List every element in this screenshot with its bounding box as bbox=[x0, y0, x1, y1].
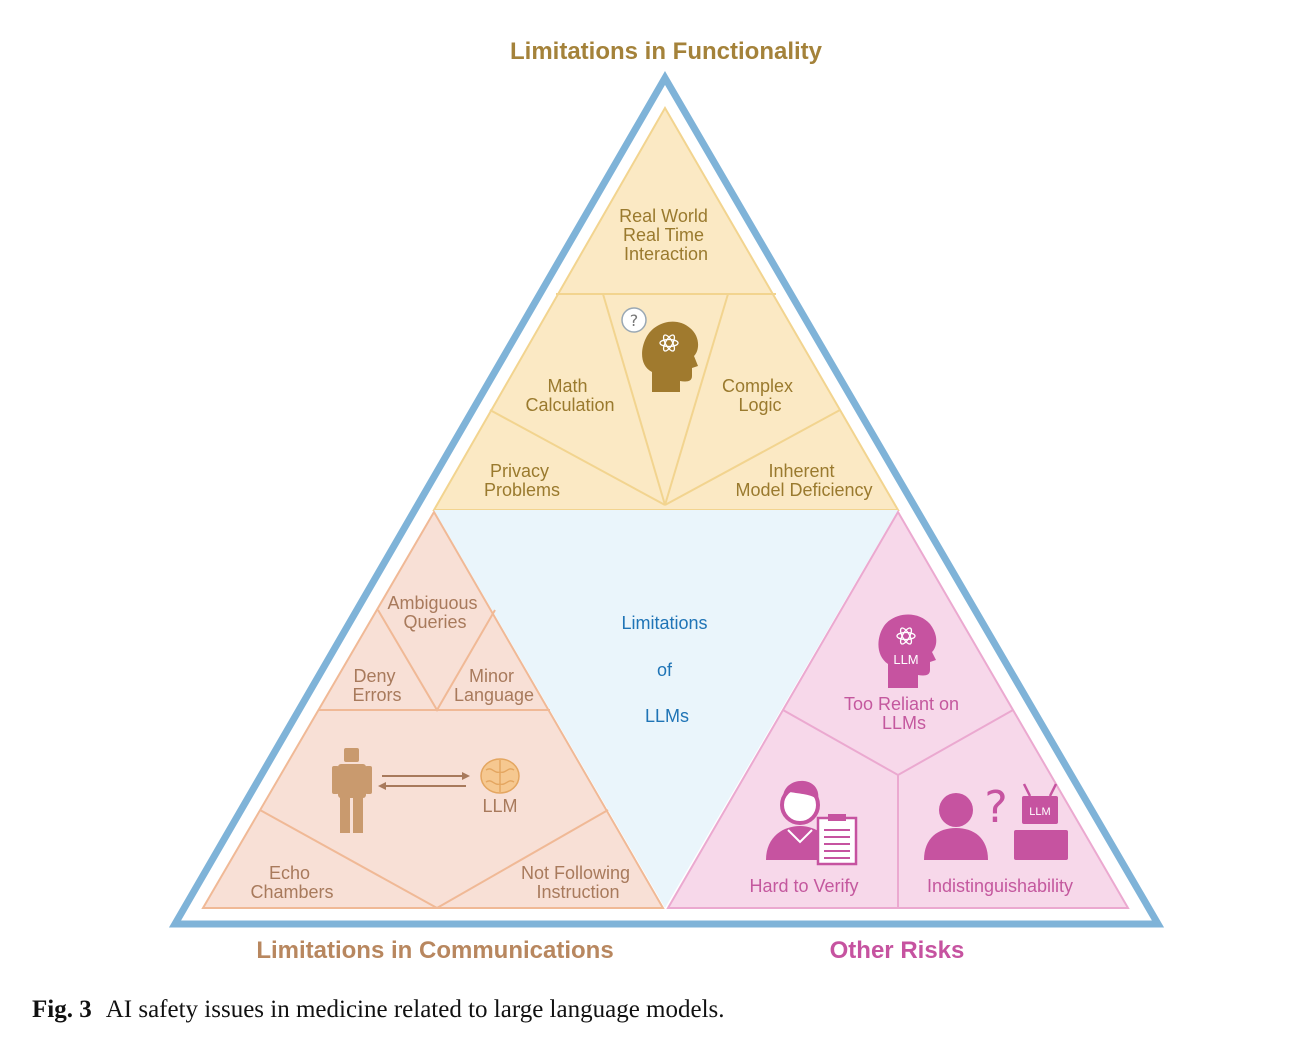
not-following-instruction-label: Not Following Instruction bbox=[521, 863, 635, 902]
communications-region: Ambiguous Queries Deny Errors Minor Lang… bbox=[201, 510, 665, 909]
math-calculation-label: Math Calculation bbox=[525, 376, 614, 415]
outer-triangle-border bbox=[168, 71, 1165, 928]
too-reliant-label: Too Reliant on LLMs bbox=[844, 694, 964, 733]
verifier-person-icon bbox=[766, 780, 832, 860]
figure-label: Fig. 3 bbox=[32, 996, 92, 1023]
caption-text: AI safety issues in medicine related to … bbox=[105, 996, 725, 1023]
functionality-title: Limitations in Functionality bbox=[510, 38, 823, 65]
complex-logic-label: Complex Logic bbox=[722, 376, 798, 415]
privacy-problems-label: Privacy Problems bbox=[484, 461, 560, 500]
center-region bbox=[434, 510, 898, 908]
question-mark-icon: ? bbox=[984, 782, 1007, 833]
exchange-arrows-icon bbox=[378, 772, 470, 790]
llm-computer-icon: LLM bbox=[1014, 783, 1068, 860]
minor-language-label: Minor Language bbox=[454, 666, 534, 705]
indistinguishability-label: Indistinguishability bbox=[927, 876, 1073, 896]
llm-head-tag: LLM bbox=[893, 652, 918, 667]
llm-head-icon: LLM bbox=[878, 614, 937, 688]
llm-brain-label: LLM bbox=[482, 796, 517, 816]
brain-icon bbox=[480, 758, 520, 794]
functionality-region: Real World Real Time Interaction Math Ca… bbox=[432, 105, 900, 511]
llm-screen-tag: LLM bbox=[1029, 806, 1050, 818]
inherent-deficiency-label: Inherent Model Deficiency bbox=[735, 461, 872, 500]
other-risks-title: Other Risks bbox=[830, 937, 965, 964]
thinking-head-icon: ? bbox=[621, 307, 699, 392]
figure-caption: Fig. 3 AI safety issues in medicine relat… bbox=[32, 996, 725, 1024]
other-risks-region: LLM Too Reliant on LLMs Hard to Verify bbox=[666, 510, 1130, 909]
ambiguous-queries-label: Ambiguous Queries bbox=[387, 593, 482, 632]
communications-title: Limitations in Communications bbox=[256, 937, 613, 964]
clipboard-icon bbox=[816, 814, 858, 866]
limitations-pyramid-diagram: Real World Real Time Interaction Math Ca… bbox=[168, 38, 1165, 964]
echo-chambers-label: Echo Chambers bbox=[250, 863, 333, 902]
deny-errors-label: Deny Errors bbox=[353, 666, 402, 705]
svg-text:?: ? bbox=[630, 311, 639, 330]
confused-person-icon bbox=[924, 793, 988, 860]
real-world-label: Real World Real Time Interaction bbox=[619, 206, 713, 264]
center-title: Limitations of LLMs bbox=[621, 613, 712, 726]
person-icon bbox=[332, 748, 372, 833]
hard-to-verify-label: Hard to Verify bbox=[749, 876, 858, 896]
